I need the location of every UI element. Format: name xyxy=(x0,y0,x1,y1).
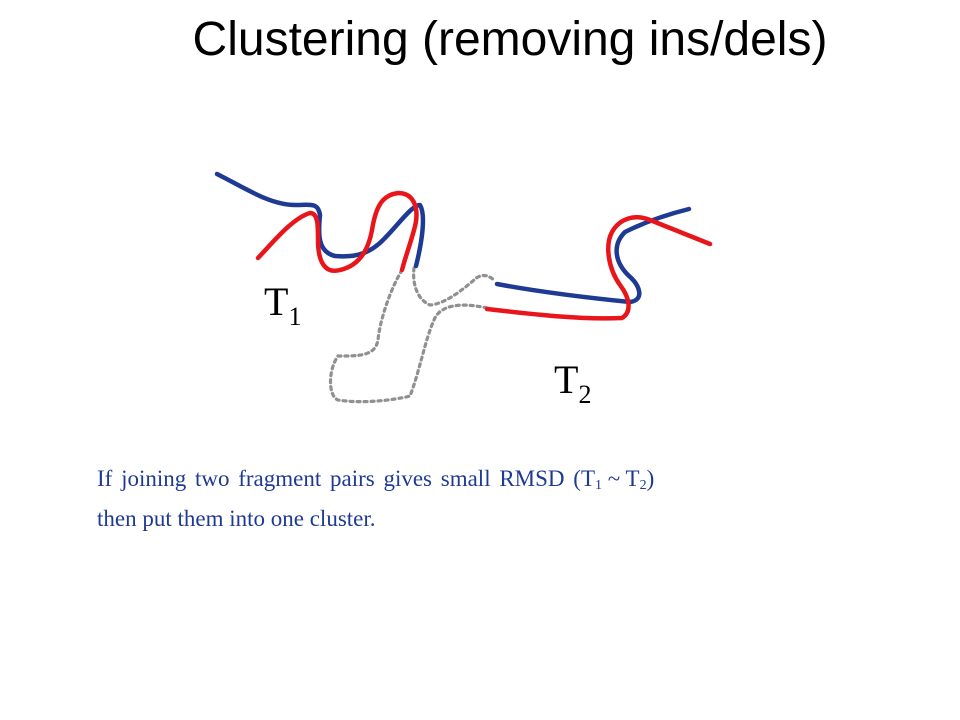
caption-sub1: 1 xyxy=(595,478,602,493)
caption-line1-post: ) xyxy=(646,466,655,491)
caption: If joining two fragment pairs gives smal… xyxy=(97,462,877,535)
label-t1-subscript: 1 xyxy=(288,302,302,331)
left-blue-strand xyxy=(214,171,426,269)
label-t2-subscript: 2 xyxy=(578,380,592,409)
caption-line1-mid: ~ T xyxy=(602,466,640,491)
label-t2: T2 xyxy=(554,360,591,408)
label-t1-main: T xyxy=(264,279,289,324)
slide-title: Clustering (removing ins/dels) xyxy=(192,13,828,66)
label-t2-main: T xyxy=(554,357,579,402)
dotted-connector-inner xyxy=(412,266,496,307)
caption-line1-pre: If joining two fragment pairs gives smal… xyxy=(97,466,595,491)
caption-sub2: 2 xyxy=(639,478,647,493)
left-red-strand xyxy=(255,190,419,273)
label-t1: T1 xyxy=(264,282,301,330)
caption-line2: then put them into one cluster. xyxy=(97,506,376,531)
dotted-connector-outer xyxy=(328,268,489,404)
right-blue-strand xyxy=(494,206,692,305)
right-red-strand xyxy=(484,215,713,321)
